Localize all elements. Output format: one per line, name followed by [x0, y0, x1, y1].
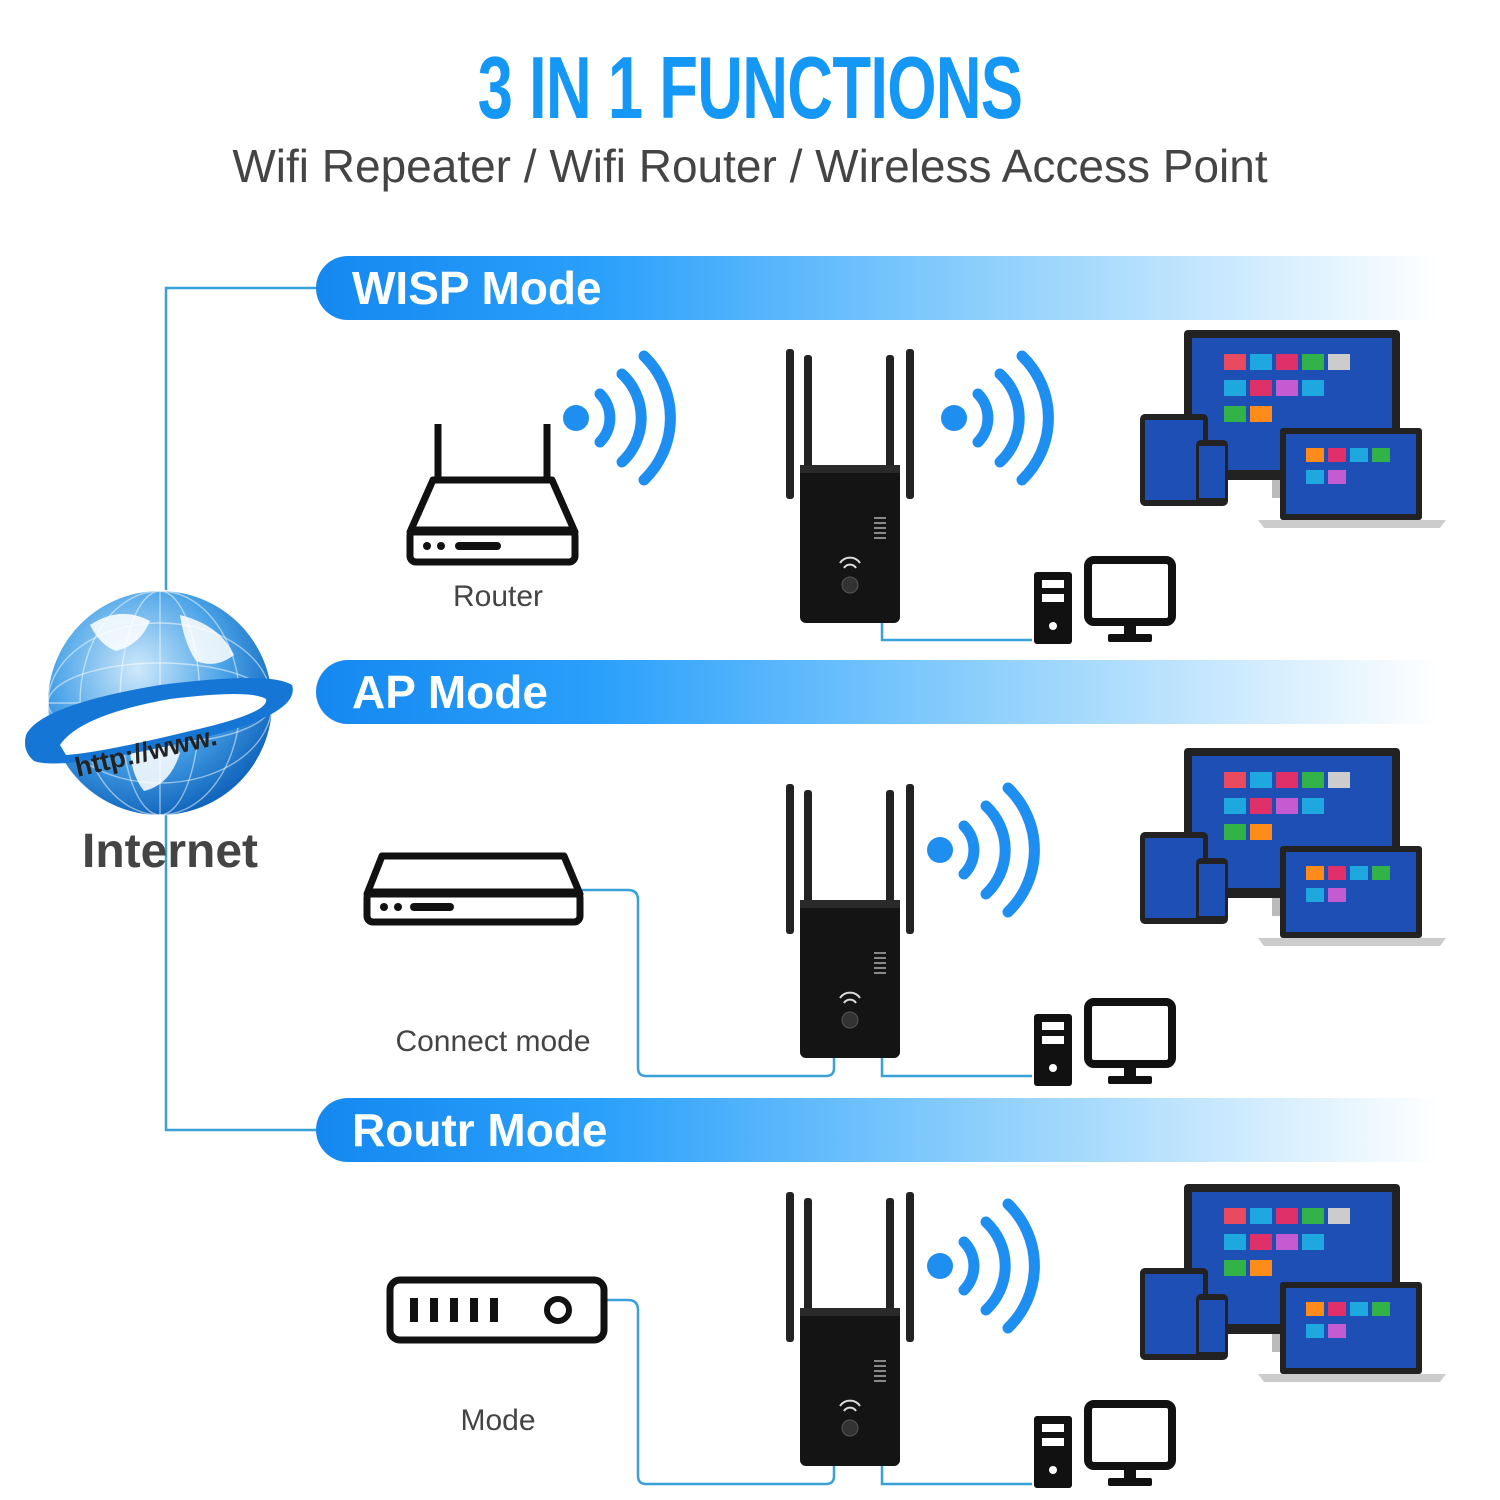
router-icon — [406, 424, 579, 566]
banner-label: WISP Mode — [352, 262, 602, 314]
desktop-pc-icon — [1034, 998, 1176, 1086]
wifi-extender-icon — [786, 784, 914, 1058]
banner-label: AP Mode — [352, 666, 548, 718]
devices-cluster-icon — [1140, 330, 1446, 528]
wifi-signal-icon — [563, 350, 676, 486]
globe-icon: http://www. — [25, 590, 293, 816]
source-label-modem: Mode — [460, 1404, 536, 1437]
switch-icon — [363, 852, 584, 926]
desktop-pc-icon — [1034, 556, 1176, 644]
desktop-pc-icon — [1034, 1400, 1176, 1488]
wisp-trunk-line — [164, 286, 318, 590]
internet-label: Internet — [81, 825, 258, 878]
source-label-router: Router — [452, 580, 544, 613]
wifi-extender-icon — [786, 1192, 914, 1466]
banner-ap-mode: AP Mode — [316, 660, 1440, 724]
modem-icon — [386, 1276, 608, 1344]
page-title: 3 IN 1 FUNCTIONS — [477, 38, 1023, 137]
banner-wisp-mode: WISP Mode — [316, 256, 1440, 320]
source-label-connect: Connect mode — [395, 1025, 591, 1058]
page-subtitle: Wifi Repeater / Wifi Router / Wireless A… — [232, 140, 1268, 192]
wifi-extender-icon — [786, 349, 914, 623]
wifi-signal-icon — [927, 782, 1040, 918]
devices-cluster-icon — [1140, 748, 1446, 946]
wisp-pc-line — [880, 620, 1032, 642]
devices-cluster-icon — [1140, 1184, 1446, 1382]
wifi-signal-icon — [941, 350, 1054, 486]
router-trunk-line — [164, 810, 318, 1132]
wifi-signal-icon — [927, 1198, 1040, 1334]
banner-label: Routr Mode — [352, 1104, 608, 1156]
banner-router-mode: Routr Mode — [316, 1098, 1440, 1162]
